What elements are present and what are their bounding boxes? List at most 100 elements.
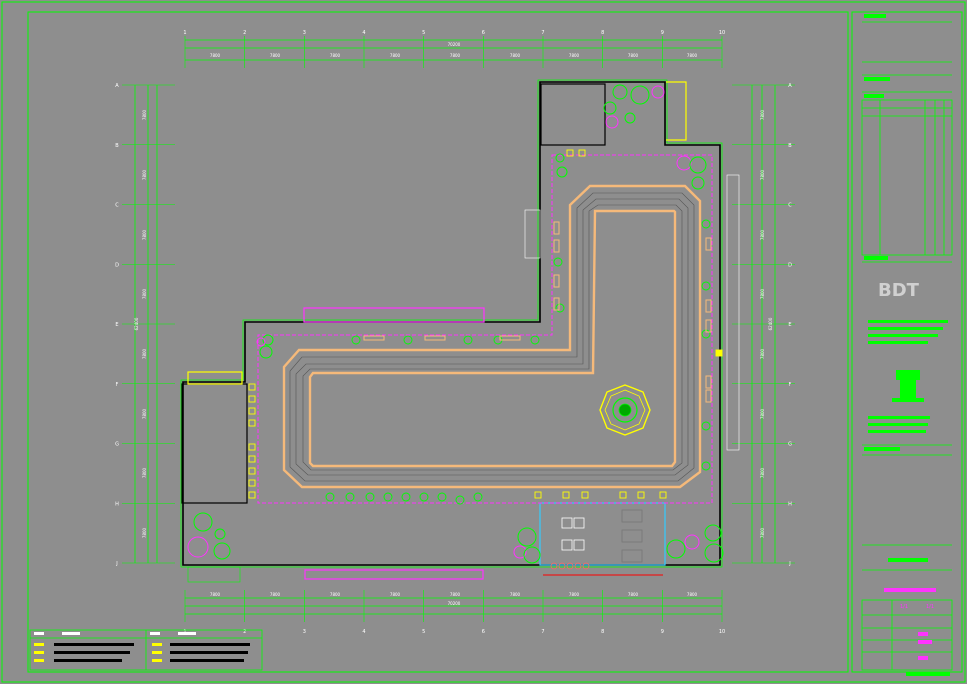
bench (553, 297, 560, 311)
bench (705, 389, 712, 403)
tree-icon (193, 512, 213, 532)
bottom-span-label: 7800 (450, 592, 461, 597)
exterior-structure (187, 566, 241, 583)
grid-row-label: B (788, 143, 792, 149)
tree-icon (513, 545, 527, 559)
side-span-label: 7800 (760, 348, 765, 359)
top-span-label: 7800 (569, 53, 580, 58)
dimension-lines (134, 39, 776, 615)
top-span-label: 7800 (628, 53, 639, 58)
grid-row-label: F (116, 382, 119, 388)
legend-text (170, 651, 248, 654)
tree-trunk-icon (618, 403, 632, 417)
planter-box (248, 395, 256, 403)
bottom-span-label: 7800 (628, 592, 639, 597)
running-track (282, 184, 702, 489)
top-span-label: 7800 (390, 53, 401, 58)
hedge-row-north (351, 219, 711, 471)
side-total-label: 62400 (134, 317, 139, 330)
seal-icon (892, 370, 924, 402)
side-span-label: 7800 (142, 229, 147, 240)
planter-box (248, 383, 256, 391)
text-block (868, 430, 926, 433)
trees (187, 84, 724, 564)
drawing-border (27, 11, 849, 673)
grid-column-label: 10 (719, 629, 725, 635)
shrub-icon (437, 492, 447, 502)
grid-row-label: D (115, 262, 119, 268)
entrance-furniture (561, 509, 643, 563)
shrub-icon (351, 335, 361, 345)
planter-box (248, 419, 256, 427)
grid-row-label: D (788, 262, 792, 268)
south-planter (304, 569, 484, 580)
sheet-info-table (861, 599, 953, 671)
grid-column-label: 2 (243, 30, 246, 36)
flower-icon (550, 562, 558, 570)
tree-icon (555, 153, 565, 163)
seal-top (896, 370, 920, 380)
text-block (868, 334, 938, 337)
magenta-features (303, 307, 485, 580)
exterior-wall-green (180, 79, 723, 568)
grid-row-label: C (115, 203, 119, 209)
seal-base (892, 398, 924, 402)
legend-text (54, 643, 134, 646)
grid-column-label: 5 (422, 30, 425, 36)
legend-text (170, 659, 244, 662)
flower-icon (558, 562, 566, 570)
bottom-span-label: 7800 (210, 592, 221, 597)
legend-header (178, 632, 196, 635)
side-span-label: 7800 (760, 229, 765, 240)
text-block (888, 558, 928, 562)
shrub-icon (325, 492, 335, 502)
text-block (864, 256, 888, 260)
legend-header (150, 632, 160, 635)
text-block (918, 640, 932, 644)
bench (553, 221, 560, 235)
legend-symbol (152, 651, 162, 654)
title-block (861, 21, 953, 671)
benches (363, 221, 712, 403)
text-block (864, 77, 890, 81)
bottom-span-label: 7800 (270, 592, 281, 597)
tree-icon (523, 546, 541, 564)
shrub-icon (383, 492, 393, 502)
planter-box (534, 491, 542, 499)
title-block-fills (864, 14, 950, 676)
tree-icon (556, 166, 568, 178)
grid-column-label: 4 (362, 629, 365, 635)
shrub-icon (701, 219, 711, 229)
tree-icon (691, 176, 705, 190)
legend-symbol (152, 659, 162, 662)
tree-planter-inner (604, 389, 646, 431)
top-total-label: 70200 (448, 42, 461, 47)
north-planter (303, 307, 485, 323)
tree-icon (612, 84, 628, 100)
legend-header (62, 632, 80, 635)
stair-room-northeast (540, 83, 606, 146)
grid-row-label: A (788, 83, 792, 89)
shrub-icon (455, 495, 465, 505)
building-outline (182, 81, 721, 566)
planter-box (248, 443, 256, 451)
text-block (864, 94, 884, 98)
building-outline-green (180, 79, 723, 568)
exterior-wall (182, 81, 721, 566)
grid-row-label: H (115, 501, 119, 507)
exterior-features (187, 174, 740, 583)
tree-icon (517, 527, 537, 547)
right-dimension-labels: 7800 7800 7800 7800 7800 7800 7800 7800 … (760, 109, 773, 538)
legend-symbol (152, 643, 162, 646)
inner-planting-line (257, 154, 713, 504)
grid-row-label: F (789, 382, 792, 388)
track-outer-edge (282, 184, 702, 489)
planting-boundary (257, 154, 713, 504)
entrance-furniture-item (573, 539, 585, 551)
shrub-icon (473, 492, 483, 502)
text-block (868, 423, 928, 426)
grid-column-label: 10 (719, 30, 725, 36)
entrance-furniture-item (621, 549, 643, 563)
company-logo: BDT (878, 280, 920, 301)
